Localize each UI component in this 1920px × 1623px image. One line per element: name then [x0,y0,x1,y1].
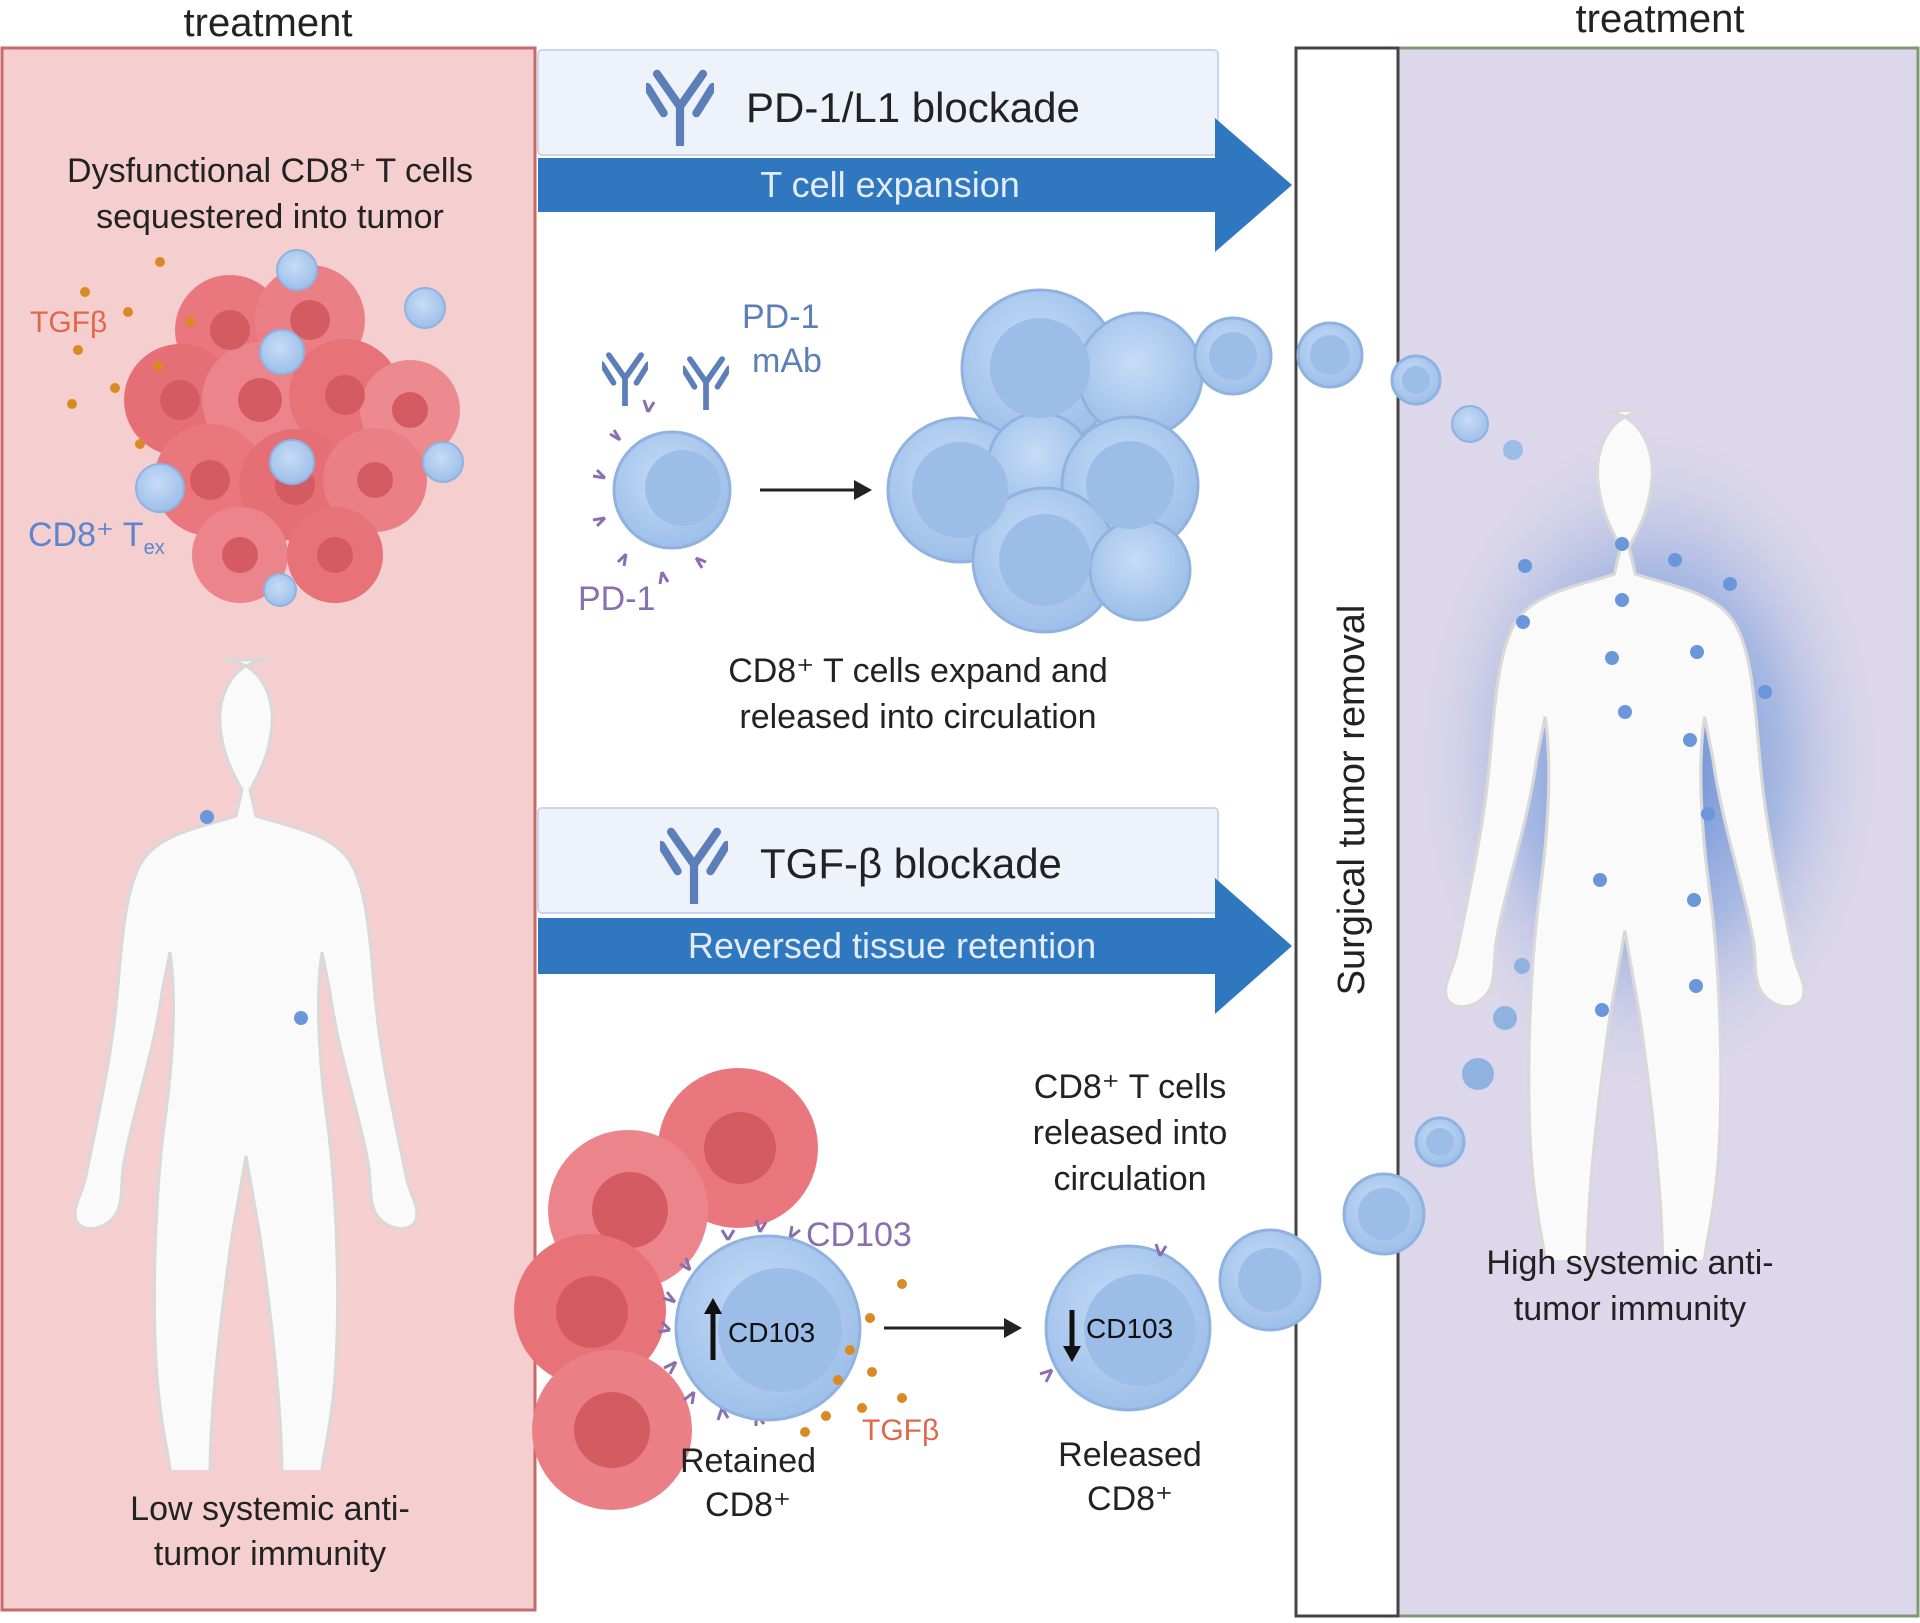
left-panel-title-line1: Dysfunctional CD8⁺ T cells [67,152,473,190]
expanded-t-cell-cluster [886,288,1204,634]
pd1-arrow [538,118,1292,252]
tgfb-molecules [67,257,195,449]
pd1-section: PD-1/L1 blockade T cell expansion PD-1 m… [537,49,1292,736]
right-panel-header: treatment [1576,0,1745,41]
right-panel: High systemic anti- tumor immunity [1396,46,1920,1618]
t-cell-ex [276,249,318,291]
t-cell-ex [269,439,315,485]
released-line2: CD8⁺ [1087,1480,1173,1518]
tgf-section: TGF-β blockade Reversed tissue retention… [514,807,1292,1524]
released-top-line2: released into [1033,1114,1228,1152]
t-cell-ex [259,329,305,375]
surgery-bar [1294,46,1400,1618]
pd1-mab-icon [683,359,729,410]
pd1-mab-icon [602,355,648,406]
tgf-arrow-text: Reversed tissue retention [688,925,1096,966]
down-arrowhead-icon [1063,1346,1081,1362]
pd1-receptor-label: PD-1 [578,580,655,618]
left-panel: Dysfunctional CD8⁺ T cells sequestered i… [0,46,537,1612]
left-bottom-line1: Low systemic anti- [130,1490,410,1528]
release-arrowhead [1004,1318,1022,1338]
tumor-cells-bottom [514,1068,818,1510]
cd103-down-label: CD103 [1086,1313,1173,1344]
pd1-banner [537,49,1219,156]
released-line1: Released [1058,1436,1202,1474]
retained-line2: CD8⁺ [705,1486,791,1524]
left-tgfb-label: TGFβ [30,306,107,339]
tumor-cluster [124,249,464,607]
surgery-label: Surgical tumor removal [1331,605,1373,996]
retained-line1: Retained [680,1442,816,1480]
cd103-label: CD103 [806,1216,912,1254]
released-t-cell-nucleus [1084,1274,1196,1386]
pd1-banner-label: PD-1/L1 blockade [746,84,1080,131]
t-cell-nucleus [645,450,721,526]
t-cell-ex [135,463,185,513]
circulating-t-cell [200,810,214,824]
left-bottom-line2: tumor immunity [154,1535,386,1573]
surgery-column: Surgical tumor removal [1294,46,1400,1618]
cd103-receptors [657,1219,801,1426]
pd1-mab-line2: mAb [752,342,822,380]
tgf-arrow [538,878,1292,1014]
circulating-t-cells [1516,537,1772,1017]
up-arrowhead-icon [704,1298,722,1314]
retained-t-cell-nucleus [718,1268,842,1392]
cd103-receptor [1039,1368,1054,1383]
pd1-receptors [592,399,707,585]
pd1-arrow-text: T cell expansion [760,164,1020,205]
tgf-tgfb-label: TGFβ [862,1414,939,1447]
released-top-line3: circulation [1053,1160,1206,1198]
t-cell-ex [263,573,297,607]
t-cell-ex [422,441,464,483]
pd1-caption-line1: CD8⁺ T cells expand and [728,652,1108,690]
pd1-caption-line2: released into circulation [739,698,1096,736]
tgf-banner [537,807,1219,914]
released-top-line1: CD8⁺ T cells [1034,1068,1226,1106]
expansion-arrowhead [854,480,872,500]
right-bottom-line1: High systemic anti- [1486,1244,1773,1282]
circulating-t-cell [294,1011,308,1025]
left-panel-header: treatment [184,1,353,45]
t-cell-ex [404,287,446,329]
pd1-mab-line1: PD-1 [742,298,819,336]
t-cell-stream-top [1193,316,1523,460]
t-cell-stream-bottom [1218,958,1530,1332]
cd103-up-label: CD103 [728,1317,815,1348]
cd8-tex-label: CD8⁺ Tex [28,516,165,559]
left-panel-title-line2: sequestered into tumor [96,198,444,236]
cd103-receptor [1154,1243,1168,1257]
tgf-banner-label: TGF-β blockade [760,840,1062,887]
tgfb-molecules-bottom [800,1279,907,1437]
right-bottom-line2: tumor immunity [1514,1290,1746,1328]
